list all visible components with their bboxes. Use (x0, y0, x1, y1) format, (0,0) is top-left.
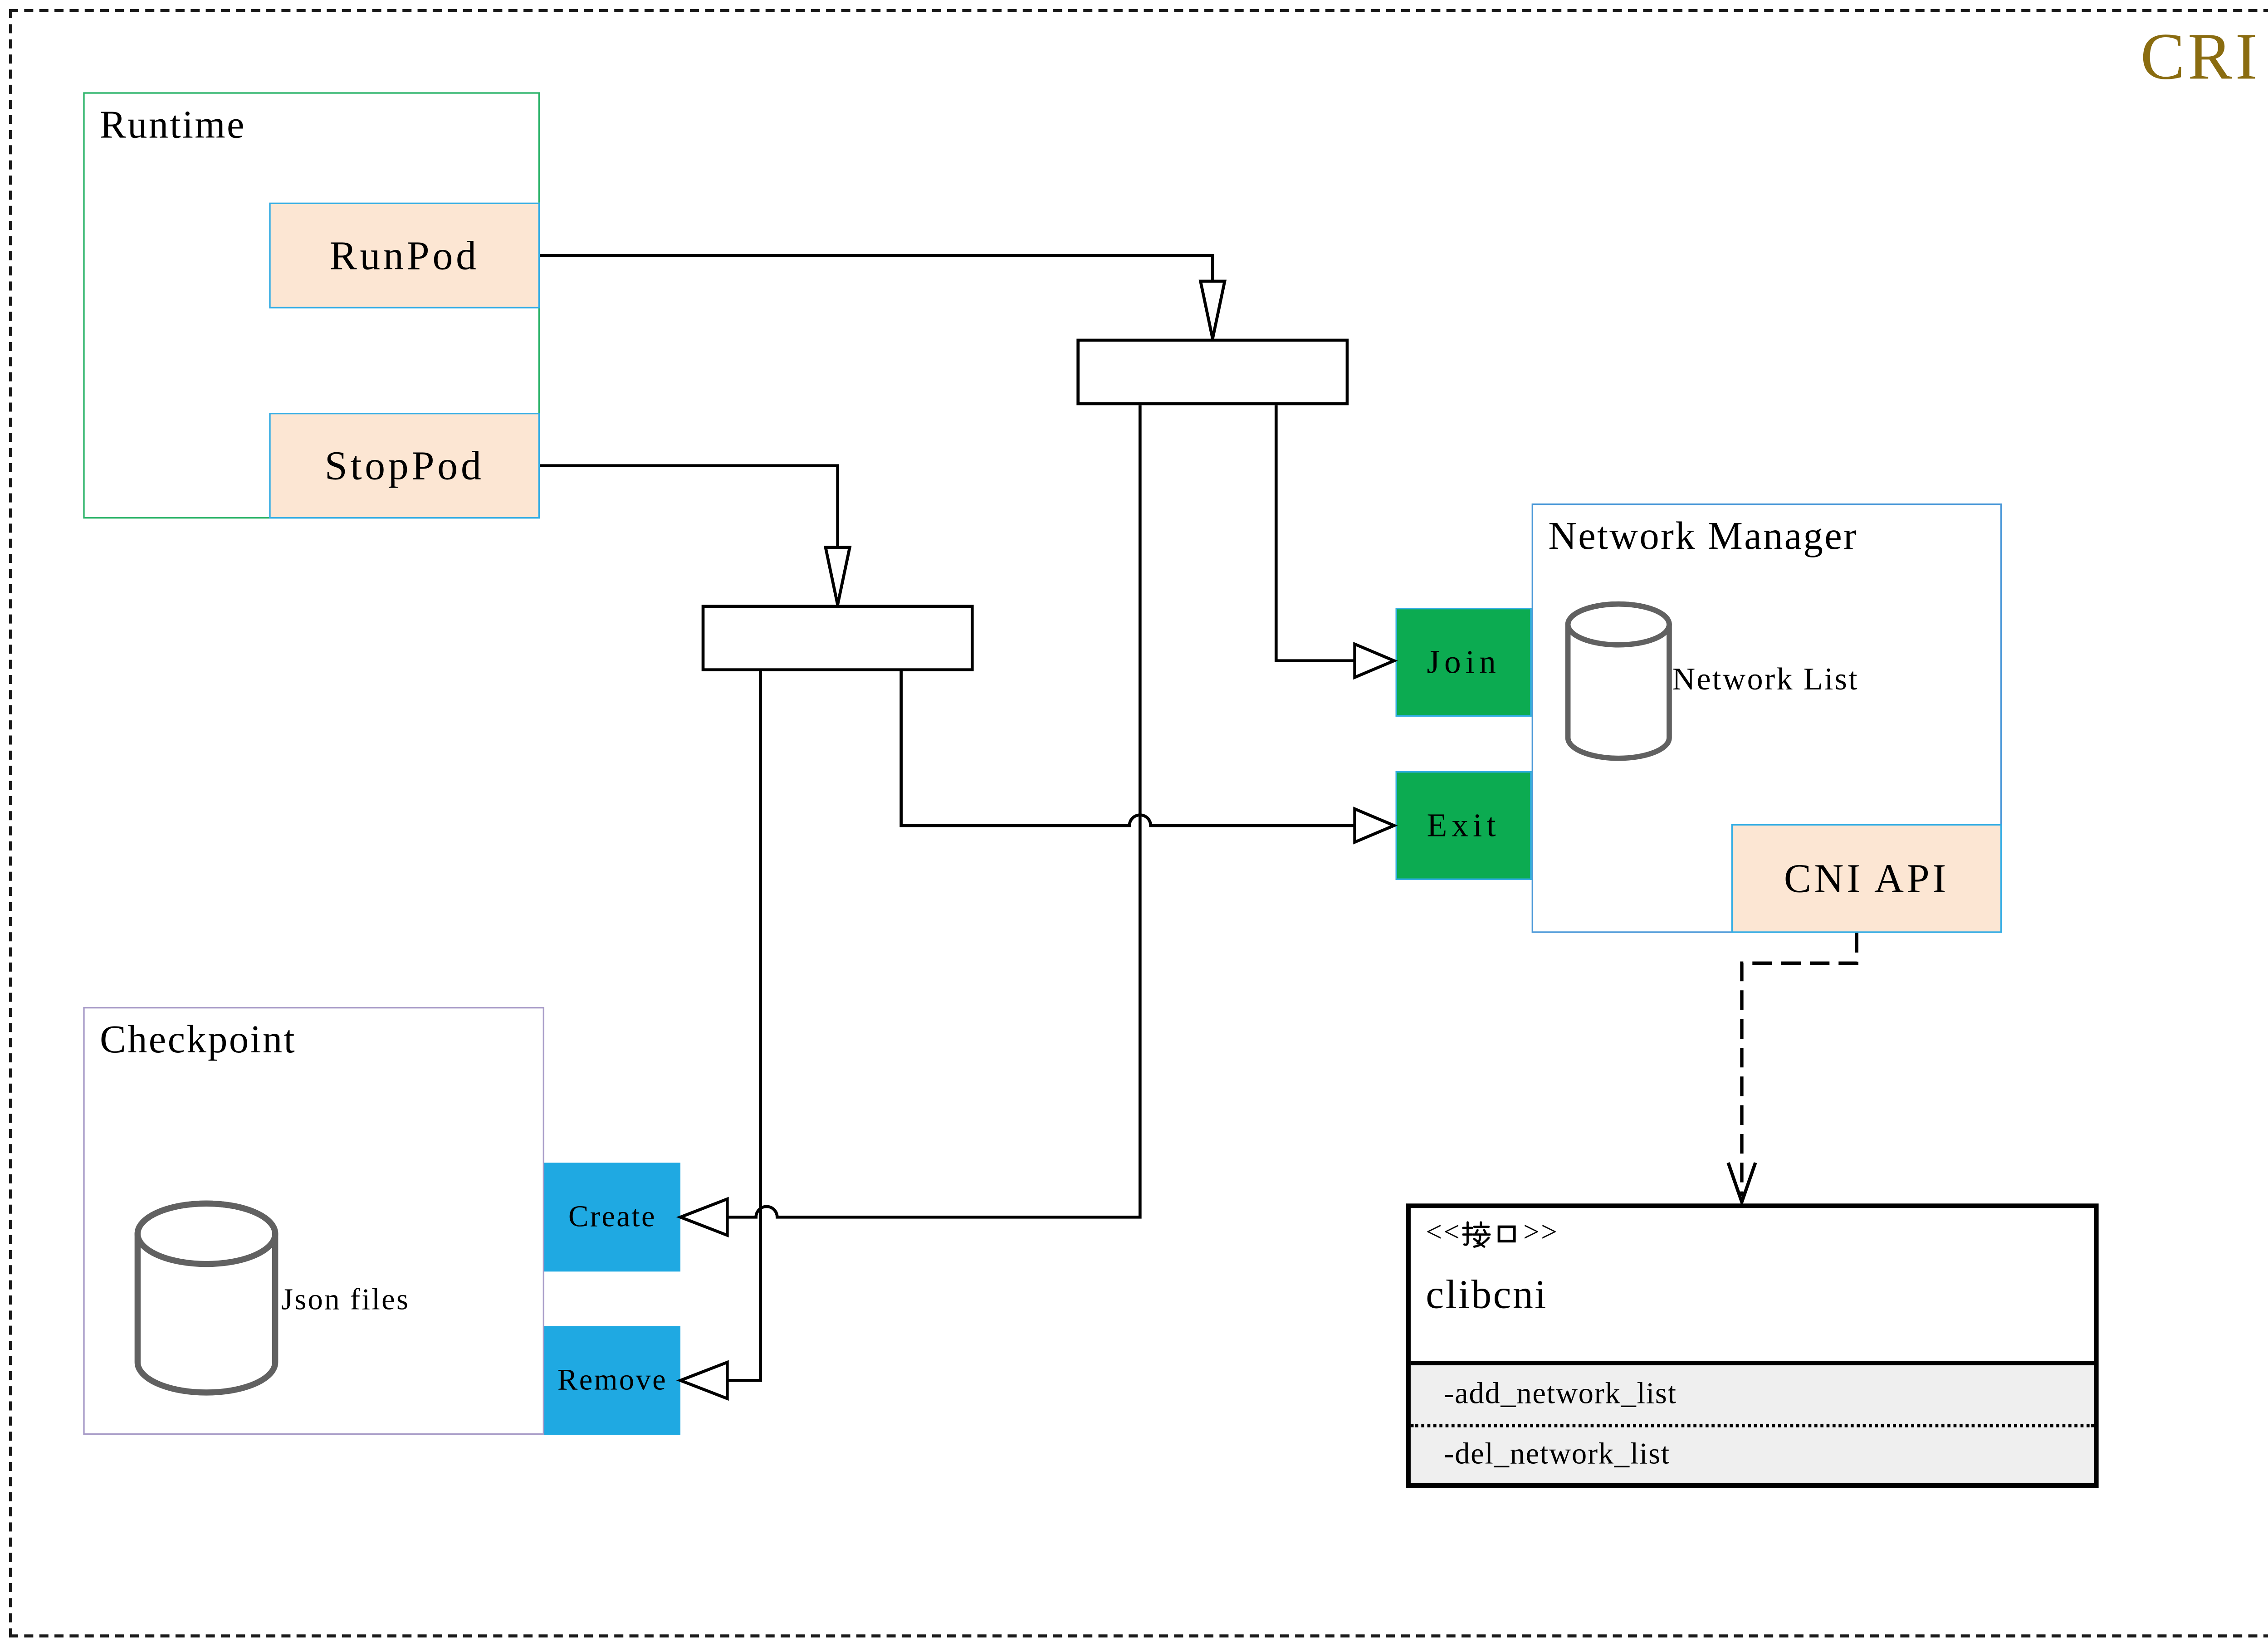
stoppod-button[interactable]: StopPod (269, 412, 540, 519)
runpod-label: RunPod (329, 232, 479, 278)
sync-bar-runpod (1076, 338, 1349, 406)
clibcni-stereotype: << >> (1426, 1217, 2094, 1250)
sync-bar-stoppod (701, 605, 974, 671)
cni-api-label: CNI API (1784, 855, 1950, 900)
clibcni-interface-box: << >> clibcni -add_network_list -del_net… (1406, 1203, 2099, 1488)
clibcni-members: -add_network_list -del_network_list (1410, 1360, 2094, 1483)
runtime-title: Runtime (99, 103, 246, 147)
create-button[interactable]: Create (544, 1163, 680, 1272)
checkpoint-box: Checkpoint (83, 1007, 544, 1435)
remove-label: Remove (557, 1363, 668, 1397)
create-label: Create (568, 1199, 656, 1233)
runpod-button[interactable]: RunPod (269, 202, 540, 308)
clibcni-header: << >> clibcni (1410, 1208, 2094, 1361)
network-list-label: Network List (1672, 660, 1859, 697)
checkpoint-title: Checkpoint (99, 1017, 296, 1061)
join-label: Join (1427, 642, 1501, 680)
hanzi-kou-icon (1498, 1224, 1517, 1242)
cri-title: CRI (2140, 20, 2261, 94)
network-manager-title: Network Manager (1548, 514, 1858, 558)
exit-button[interactable]: Exit (1395, 771, 1532, 880)
stoppod-label: StopPod (324, 442, 484, 488)
clibcni-name: clibcni (1426, 1271, 1548, 1317)
remove-button[interactable]: Remove (544, 1326, 680, 1435)
clibcni-member-del: -del_network_list (1444, 1437, 1670, 1471)
json-files-label: Json files (281, 1283, 410, 1317)
stereotype-open: << (1426, 1217, 1461, 1249)
page-dashed-border (9, 9, 2268, 1637)
exit-label: Exit (1427, 806, 1501, 844)
join-button[interactable]: Join (1395, 607, 1532, 717)
stereotype-close: >> (1523, 1217, 1559, 1249)
clibcni-member-add: -add_network_list (1410, 1365, 2094, 1427)
cni-api-button[interactable]: CNI API (1731, 824, 2002, 933)
hanzi-jie-icon (1462, 1220, 1492, 1247)
